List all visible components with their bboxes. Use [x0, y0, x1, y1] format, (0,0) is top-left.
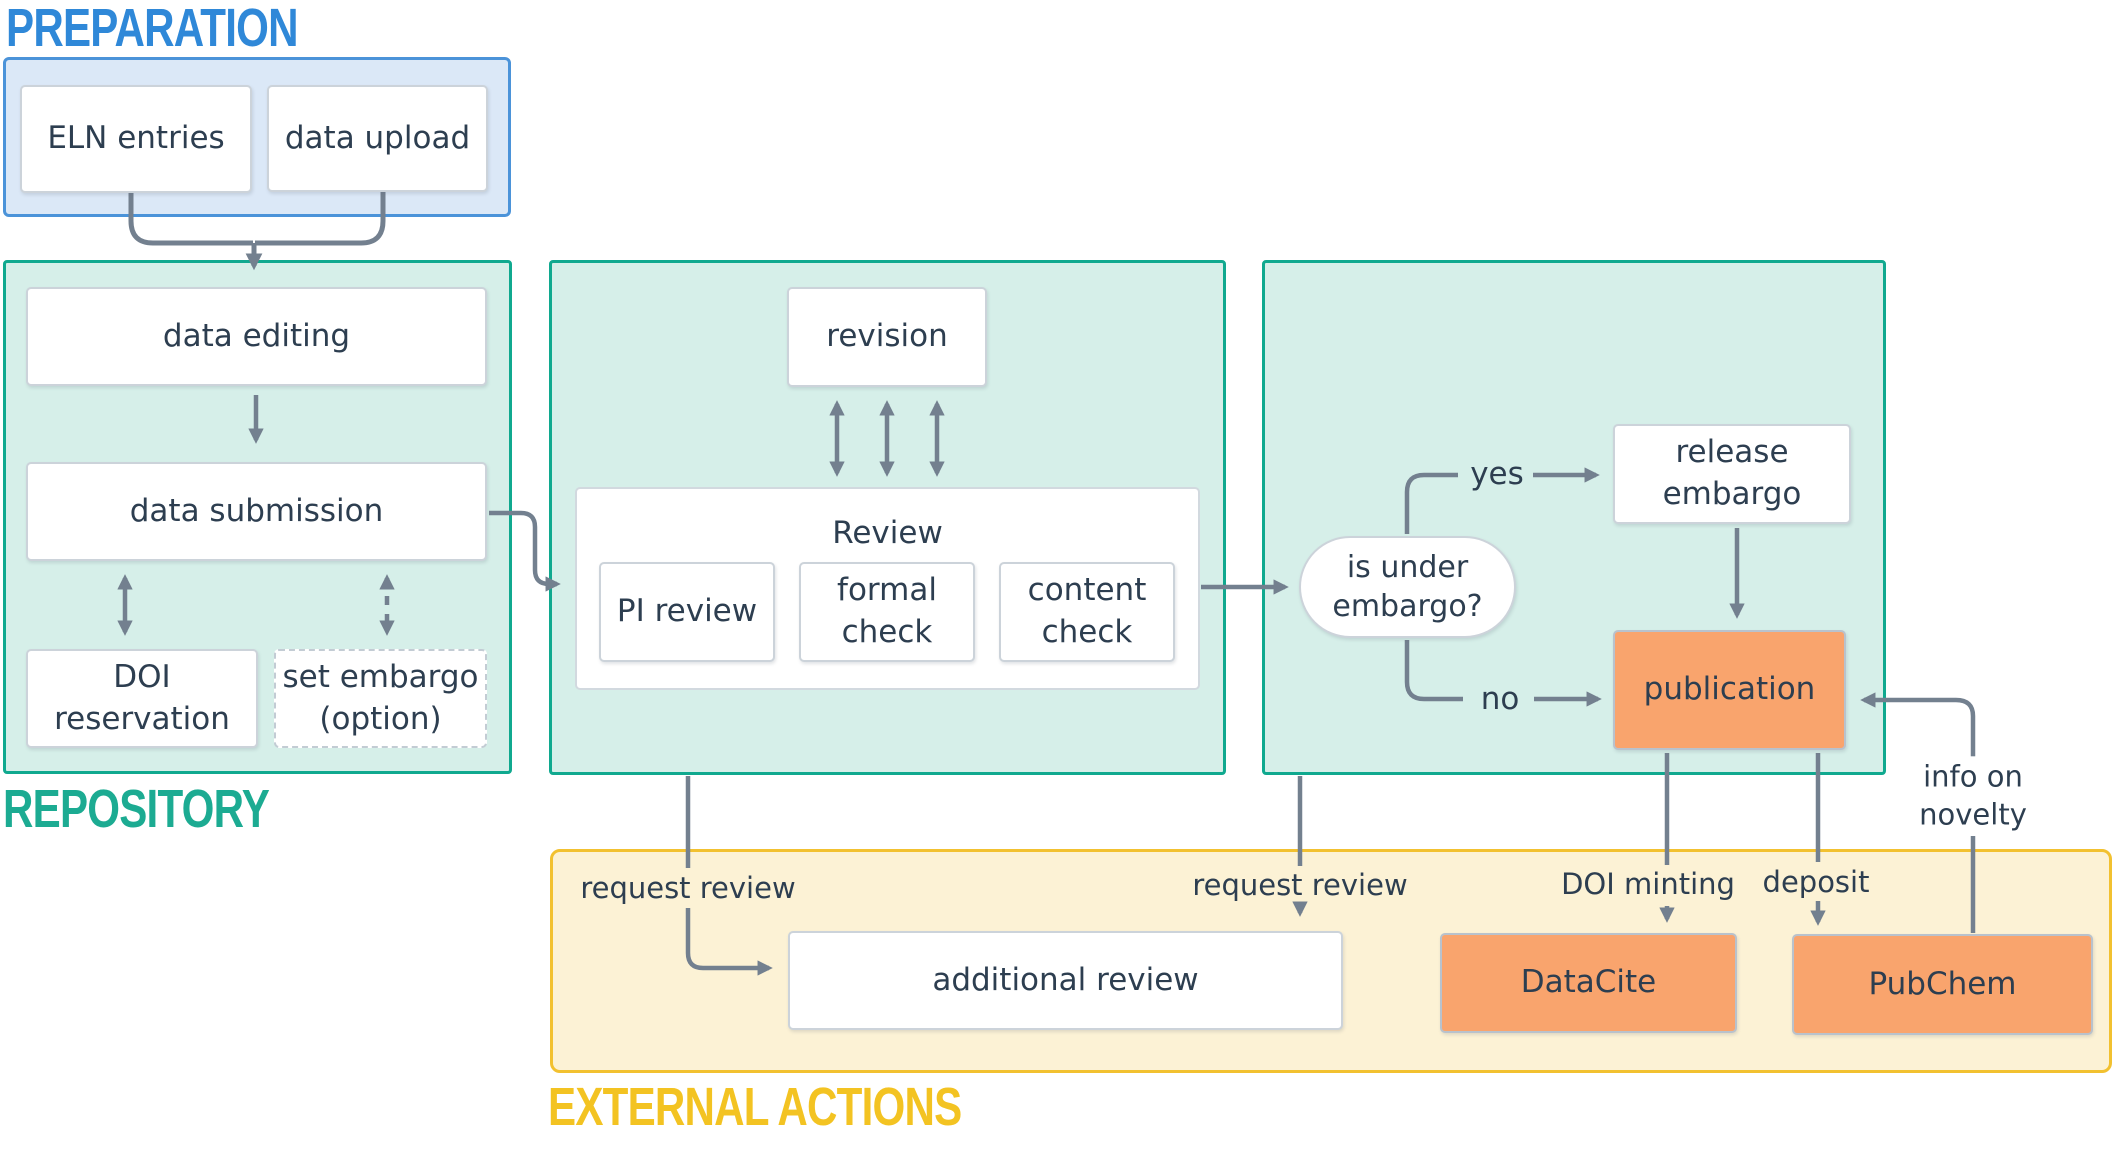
node-doi-reservation[interactable]: DOI reservation	[26, 649, 258, 748]
review-group-title: Review	[832, 515, 943, 551]
node-data-submission[interactable]: data submission	[26, 462, 487, 561]
wire-no-down	[1404, 640, 1463, 702]
edge-label-info-on-novelty: info on novelty	[1913, 756, 2033, 836]
external-actions-title: EXTERNAL ACTIONS	[548, 1077, 962, 1137]
node-content-check[interactable]: content check	[999, 562, 1175, 662]
edge-label-doi-minting: DOI minting	[1561, 867, 1735, 902]
preparation-title: PREPARATION	[6, 0, 299, 58]
node-data-editing[interactable]: data editing	[26, 287, 487, 386]
edge-label-yes: yes	[1470, 455, 1524, 492]
wire-eln-merge	[128, 192, 253, 246]
wire-pubchem-to-publication	[1860, 692, 1976, 758]
node-revision[interactable]: revision	[787, 287, 987, 387]
node-eln-entries[interactable]: ELN entries	[20, 85, 252, 193]
node-pubchem[interactable]: PubChem	[1792, 934, 2093, 1035]
edge-label-deposit: deposit	[1762, 865, 1870, 900]
node-pi-review[interactable]: PI review	[599, 562, 775, 662]
wire-review-to-additional-bend	[685, 908, 773, 976]
repository-title: REPOSITORY	[3, 779, 270, 839]
node-release-embargo[interactable]: release embargo	[1613, 424, 1851, 524]
node-is-under-embargo[interactable]: is under embargo?	[1299, 536, 1516, 638]
wire-yes-up	[1404, 472, 1458, 534]
node-data-upload[interactable]: data upload	[267, 85, 488, 192]
wire-submission-to-review	[489, 510, 561, 592]
node-datacite[interactable]: DataCite	[1440, 933, 1737, 1033]
edge-label-request-review-right: request review	[1192, 868, 1408, 903]
node-formal-check[interactable]: formal check	[799, 562, 975, 662]
wire-upload-merge	[255, 191, 386, 246]
edge-label-no: no	[1480, 680, 1520, 717]
node-additional-review[interactable]: additional review	[788, 931, 1343, 1030]
node-publication[interactable]: publication	[1613, 630, 1846, 750]
edge-label-request-review-left: request review	[580, 871, 796, 906]
node-set-embargo[interactable]: set embargo (option)	[274, 649, 487, 748]
